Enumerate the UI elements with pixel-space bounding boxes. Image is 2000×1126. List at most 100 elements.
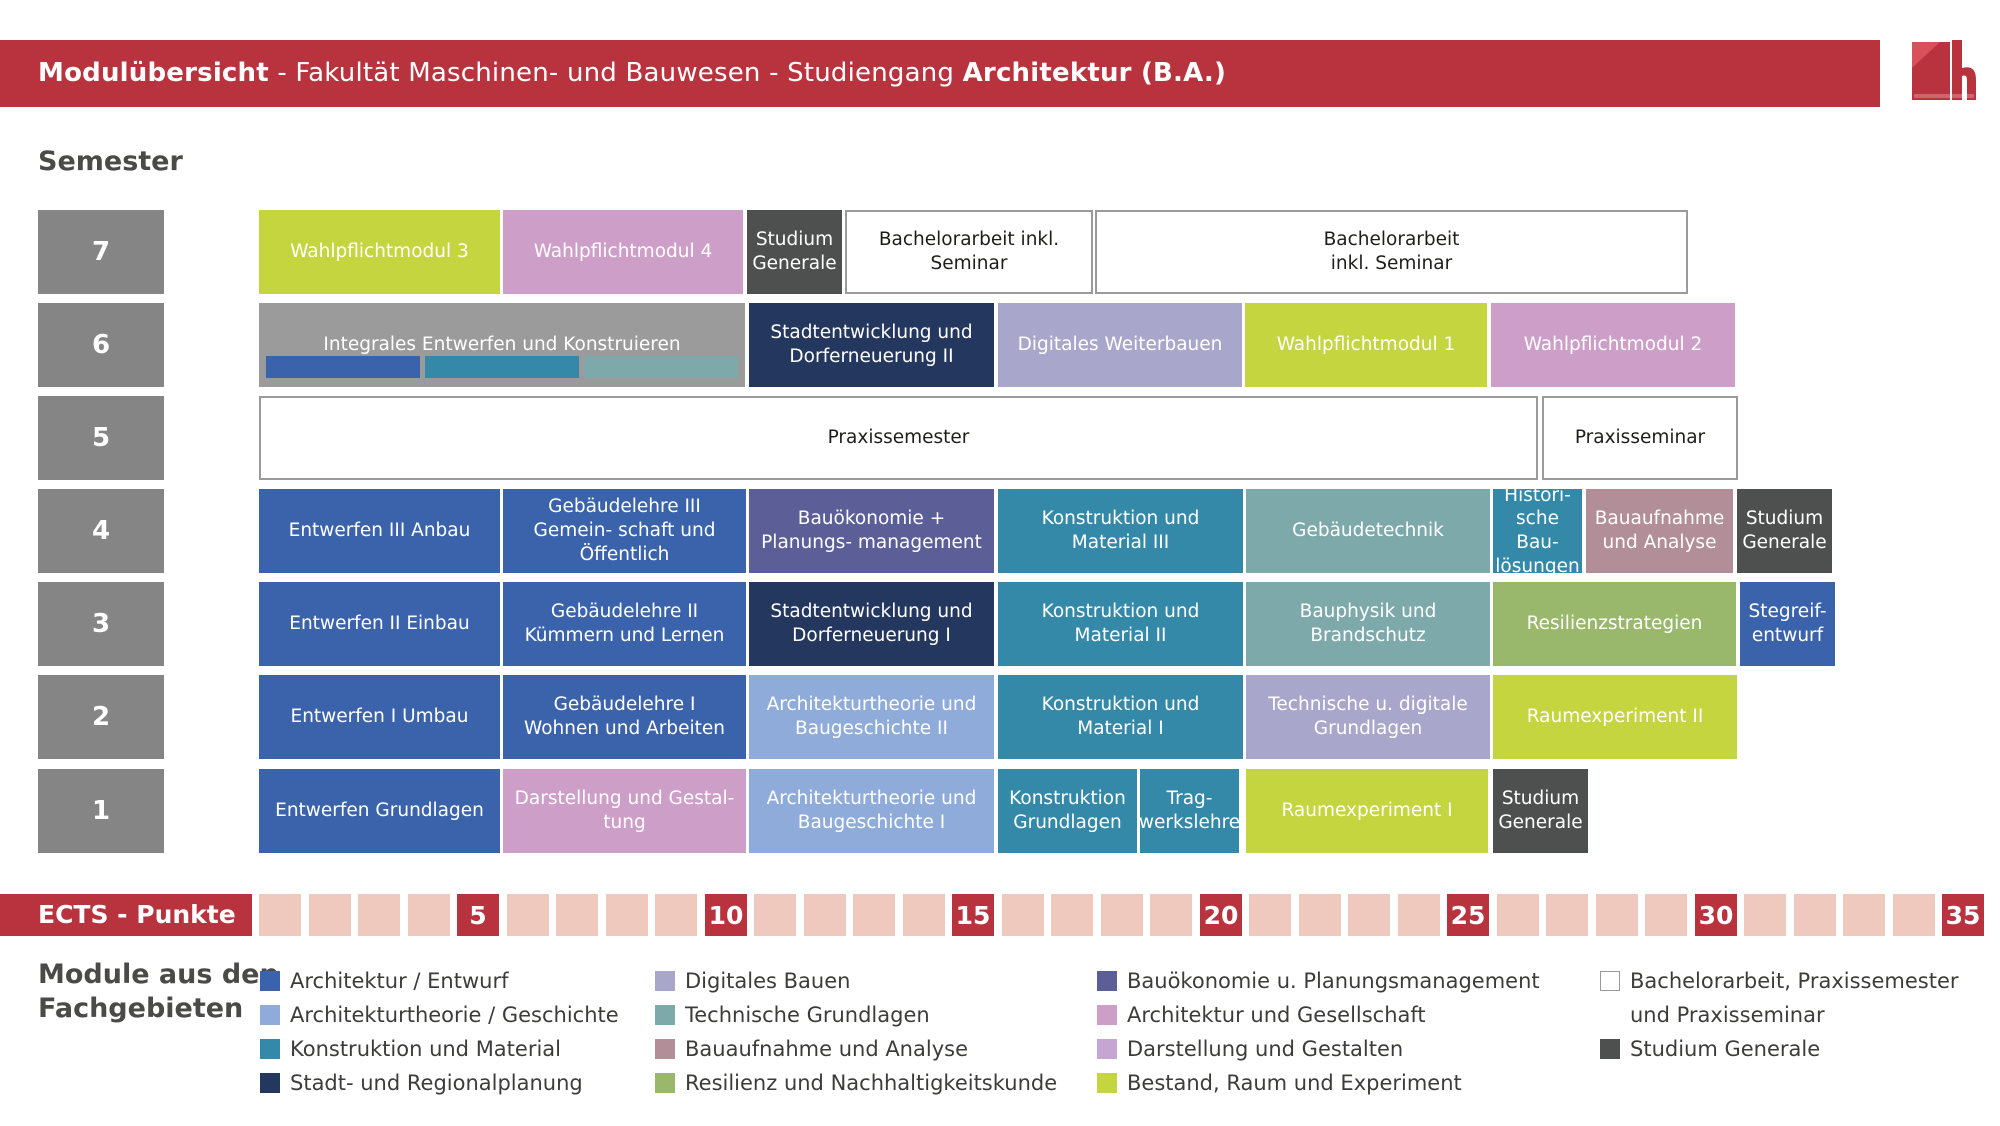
module-technische-digitale-grundlagen: Technische u. digitale Grundlagen: [1246, 675, 1490, 759]
ects-cell: [358, 894, 400, 936]
title-part-program: Architektur (B.A.): [962, 58, 1227, 88]
module-gebaeudelehre-3: Gebäudelehre III Gemein- schaft und Öffe…: [503, 489, 746, 573]
module-gebaeudetechnik: Gebäudetechnik: [1246, 489, 1490, 573]
module-gebaeudelehre-1: Gebäudelehre I Wohnen und Arbeiten: [503, 675, 746, 759]
module-konstruktion-material-2: Konstruktion und Material II: [998, 582, 1243, 666]
module-bachelorarbeit-2: Bachelorarbeit inkl. Seminar: [1095, 210, 1688, 294]
module-entwerfen-1: Entwerfen I Umbau: [259, 675, 500, 759]
module-resilienzstrategien: Resilienzstrategien: [1493, 582, 1736, 666]
ects-cell: [556, 894, 598, 936]
semester-3: 3: [38, 582, 164, 666]
ects-cell: [1546, 894, 1588, 936]
ects-label-bar: ECTS - Punkte: [0, 894, 252, 936]
module-wahlpflicht-3: Wahlpflichtmodul 3: [259, 210, 500, 294]
ects-cell: [903, 894, 945, 936]
module-tragwerkslehre: Trag- werkslehre: [1140, 769, 1239, 853]
module-darstellung-gestaltung: Darstellung und Gestal- tung: [503, 769, 746, 853]
module-wahlpflicht-4: Wahlpflichtmodul 4: [503, 210, 743, 294]
legend-swatch: [655, 971, 675, 991]
module-architekturtheorie-1: Architekturtheorie und Baugeschichte I: [749, 769, 994, 853]
module-stadtentwicklung-2: Stadtentwicklung und Dorferneuerung II: [749, 303, 994, 387]
module-digitales-weiterbauen: Digitales Weiterbauen: [998, 303, 1242, 387]
legend-label: und Praxisseminar: [1630, 1003, 1825, 1027]
module-entwerfen-2: Entwerfen II Einbau: [259, 582, 500, 666]
module-praxissemester: Praxissemester: [259, 396, 1538, 480]
legend-label: Darstellung und Gestalten: [1127, 1037, 1404, 1061]
legend-swatch: [1600, 1039, 1620, 1059]
module-raumexperiment-2: Raumexperiment II: [1493, 675, 1737, 759]
ects-number: 15: [952, 894, 994, 936]
ects-cell: [1596, 894, 1638, 936]
header-bar: Modulübersicht - Fakultät Maschinen- und…: [0, 40, 1880, 107]
module-stadtentwicklung-1: Stadtentwicklung und Dorferneuerung I: [749, 582, 994, 666]
ects-cell: [408, 894, 450, 936]
semester-1: 1: [38, 769, 164, 853]
module-konstruktion-material-3: Konstruktion und Material III: [998, 489, 1243, 573]
hochschule-logo: [1910, 38, 1978, 108]
ects-cell: [1002, 894, 1044, 936]
ects-number: 10: [705, 894, 747, 936]
ects-cell: [1249, 894, 1291, 936]
module-raumexperiment-1: Raumexperiment I: [1246, 769, 1488, 853]
legend-label: Konstruktion und Material: [290, 1037, 562, 1061]
module-wahlpflicht-1: Wahlpflichtmodul 1: [1245, 303, 1487, 387]
module-gebaeudelehre-2: Gebäudelehre II Kümmern und Lernen: [503, 582, 746, 666]
module-entwerfen-grundlagen: Entwerfen Grundlagen: [259, 769, 500, 853]
legend-label: Architektur / Entwurf: [290, 969, 509, 993]
module-bauaufnahme-analyse: Bauaufnahme und Analyse: [1586, 489, 1733, 573]
legend-label: Architektur und Gesellschaft: [1127, 1003, 1426, 1027]
legend-label: Resilienz und Nachhaltigkeitskunde: [685, 1071, 1058, 1095]
title-part-mid: - Fakultät Maschinen- und Bauwesen - Stu…: [268, 58, 963, 88]
module-stegreifentwurf: Stegreif- entwurf: [1740, 582, 1835, 666]
ects-cell: [1843, 894, 1885, 936]
ects-cell: [754, 894, 796, 936]
semester-6: 6: [38, 303, 164, 387]
legend-label: Bauökonomie u. Planungsmanagement: [1127, 969, 1540, 993]
ects-number: 25: [1447, 894, 1489, 936]
ects-cell: [1893, 894, 1935, 936]
bar-architektur: [266, 356, 420, 378]
ects-cell: [853, 894, 895, 936]
legend-swatch: [1097, 1039, 1117, 1059]
legend-label: Digitales Bauen: [685, 969, 851, 993]
legend-swatch: [260, 1005, 280, 1025]
ects-cell: [804, 894, 846, 936]
ects-number: 35: [1942, 894, 1984, 936]
legend-label: Architekturtheorie / Geschichte: [290, 1003, 619, 1027]
ects-cell: [507, 894, 549, 936]
legend-swatch: [260, 971, 280, 991]
legend-label: Bauaufnahme und Analyse: [685, 1037, 968, 1061]
module-praxisseminar: Praxisseminar: [1542, 396, 1738, 480]
semester-2: 2: [38, 675, 164, 759]
legend-swatch: [1600, 971, 1620, 991]
module-historische-bauloesungen: Histori- sche Bau- lösungen: [1493, 489, 1582, 573]
ects-cell: [1497, 894, 1539, 936]
legend-swatch: [655, 1073, 675, 1093]
ects-cell: [1051, 894, 1093, 936]
ects-cell: [259, 894, 301, 936]
ects-cell: [1299, 894, 1341, 936]
ects-cell: [1645, 894, 1687, 936]
integrales-entwerfen-color-bars: [266, 356, 738, 378]
legend-swatch: [1097, 971, 1117, 991]
legend-swatch: [655, 1005, 675, 1025]
legend-swatch: [260, 1073, 280, 1093]
module-bauphysik-brandschutz: Bauphysik und Brandschutz: [1246, 582, 1490, 666]
page-title: Modulübersicht - Fakultät Maschinen- und…: [38, 40, 1226, 107]
module-studium-generale-s1: Studium Generale: [1493, 769, 1588, 853]
semester-4: 4: [38, 489, 164, 573]
legend-label: Studium Generale: [1630, 1037, 1821, 1061]
title-part-bold: Modulübersicht: [38, 58, 269, 88]
ects-cell: [1744, 894, 1786, 936]
ects-cell: [309, 894, 351, 936]
module-studium-generale-s4: Studium Generale: [1737, 489, 1832, 573]
ects-number: 5: [457, 894, 499, 936]
legend-label: Bachelorarbeit, Praxissemester: [1630, 969, 1959, 993]
module-konstruktion-material-1: Konstruktion und Material I: [998, 675, 1243, 759]
legend-label: Technische Grundlagen: [685, 1003, 930, 1027]
ects-label: ECTS - Punkte: [38, 900, 236, 929]
module-baukonomie: Bauökonomie + Planungs- management: [749, 489, 994, 573]
bar-technik: [584, 356, 738, 378]
ects-cell: [1101, 894, 1143, 936]
ects-cell: [1150, 894, 1192, 936]
